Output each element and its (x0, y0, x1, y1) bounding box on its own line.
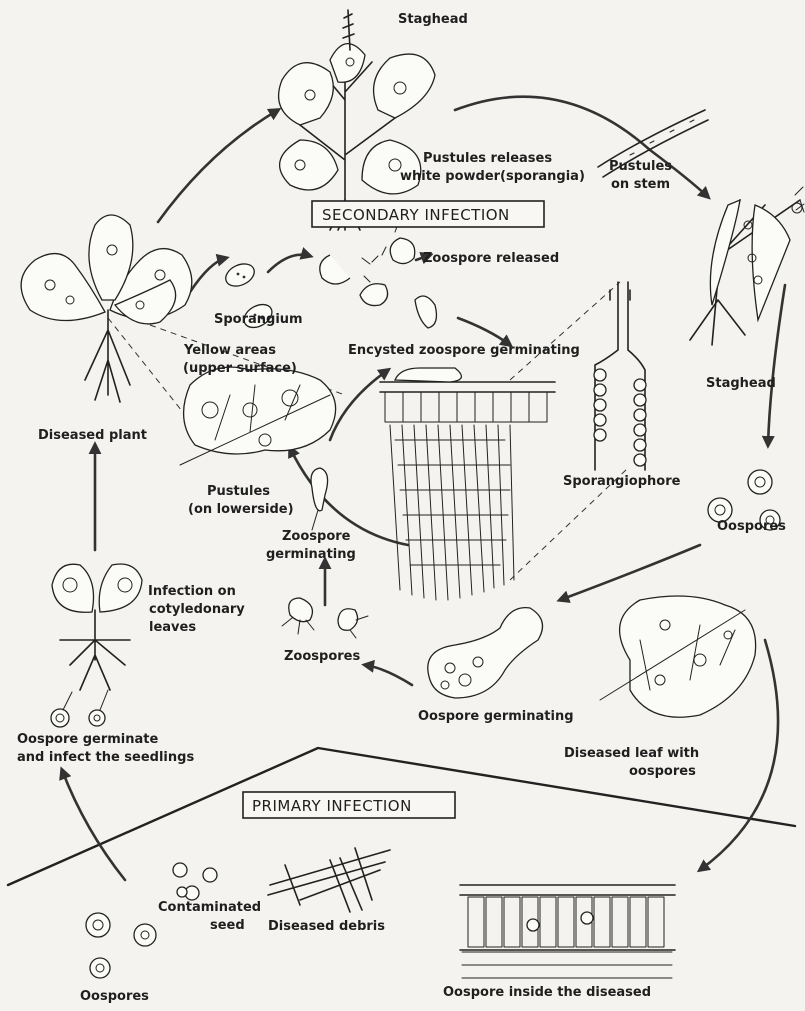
label-infection-cotyledonary-1: Infection on (148, 584, 236, 599)
label-oospore-germinate-2: and infect the seedlings (17, 750, 194, 765)
label-diseased-debris: Diseased debris (268, 919, 385, 934)
arrow-germinating-to-zoospores (365, 665, 412, 685)
label-yellow-areas-2: (upper surface) (183, 361, 297, 376)
diseased-leaf-oospores-illustration (600, 596, 756, 717)
label-oospore-inside: Oospore inside the diseased (443, 985, 651, 1000)
label-contaminated-seed-1: Contaminated (158, 900, 261, 915)
label-sporangiophore: Sporangiophore (563, 474, 681, 489)
label-encysted-zoospore: Encysted zoospore germinating (348, 343, 580, 358)
sporangiophore-illustration (594, 282, 646, 470)
label-pustules-release: Pustules releases (423, 151, 552, 166)
label-zoospore-germinating-1: Zoospore (282, 529, 351, 544)
arrow-oospores-to-germinating (560, 545, 700, 600)
oospore-germinating-illustration (428, 608, 543, 698)
contaminated-seed-illustration (173, 863, 217, 900)
zoospore-release-illustration (320, 224, 437, 328)
diseased-debris-illustration (268, 848, 390, 912)
arrow-plant-to-sporangium (190, 258, 226, 292)
label-diseased-leaf-2: oospores (629, 764, 696, 779)
germinating-oospores-seed (51, 690, 108, 727)
arrow-plant-to-staghead (158, 110, 278, 222)
label-pustules-lower-2: (on lowerside) (188, 502, 294, 517)
label-yellow-areas-1: Yellow areas (183, 343, 276, 358)
label-pustules-on-stem-2: on stem (611, 177, 670, 192)
staghead-top-illustration (279, 10, 435, 230)
dash-sporangiophore-1 (510, 282, 620, 380)
infected-leaf-illustration (180, 367, 336, 465)
arrow-staghead-to-oospores (768, 285, 785, 445)
label-oospore-germinate-1: Oospore germinate (17, 732, 158, 747)
host-tissue-illustration (380, 368, 555, 600)
label-zoospore-germinating-2: germinating (266, 547, 356, 562)
label-diseased-leaf-1: Diseased leaf with (564, 746, 699, 761)
label-sporangium: Sporangium (214, 312, 303, 327)
label-pustules-lower-1: Pustules (207, 484, 270, 499)
label-diseased-plant: Diseased plant (38, 428, 147, 443)
label-infection-cotyledonary-3: leaves (149, 620, 196, 635)
label-oospores-bottom: Oospores (80, 989, 149, 1004)
label-pustules-on-stem-1: Pustules (609, 159, 672, 174)
arrow-zoospore-up-to-tissue (330, 370, 388, 440)
label-staghead-top: Staghead (398, 12, 468, 27)
arrow-oospores-to-seedlings (62, 770, 125, 880)
label-infection-cotyledonary-2: cotyledonary (149, 602, 245, 617)
label-contaminated-seed-2: seed (210, 918, 245, 933)
label-zoospores: Zoospores (284, 649, 360, 664)
diseased-plant-illustration (21, 215, 192, 402)
arrow-sporangium-to-zoospore (268, 255, 310, 272)
arrow-encysted-to-germinating (458, 318, 510, 345)
label-primary-infection: PRIMARY INFECTION (252, 797, 412, 815)
staghead-right-illustration (690, 187, 804, 345)
label-oospores-right: Oospores (717, 519, 786, 534)
label-secondary-infection: SECONDARY INFECTION (322, 206, 510, 224)
label-zoospore-released: Zoospore released (423, 251, 559, 266)
label-oospore-germinating: Oospore germinating (418, 709, 574, 724)
oospores-bottom-illustration (86, 913, 156, 978)
label-white-powder: white powder(sporangia) (400, 169, 585, 184)
label-staghead-right: Staghead (706, 376, 776, 391)
oospore-inside-tissue-illustration (460, 885, 675, 978)
seedling-illustration (52, 564, 142, 690)
